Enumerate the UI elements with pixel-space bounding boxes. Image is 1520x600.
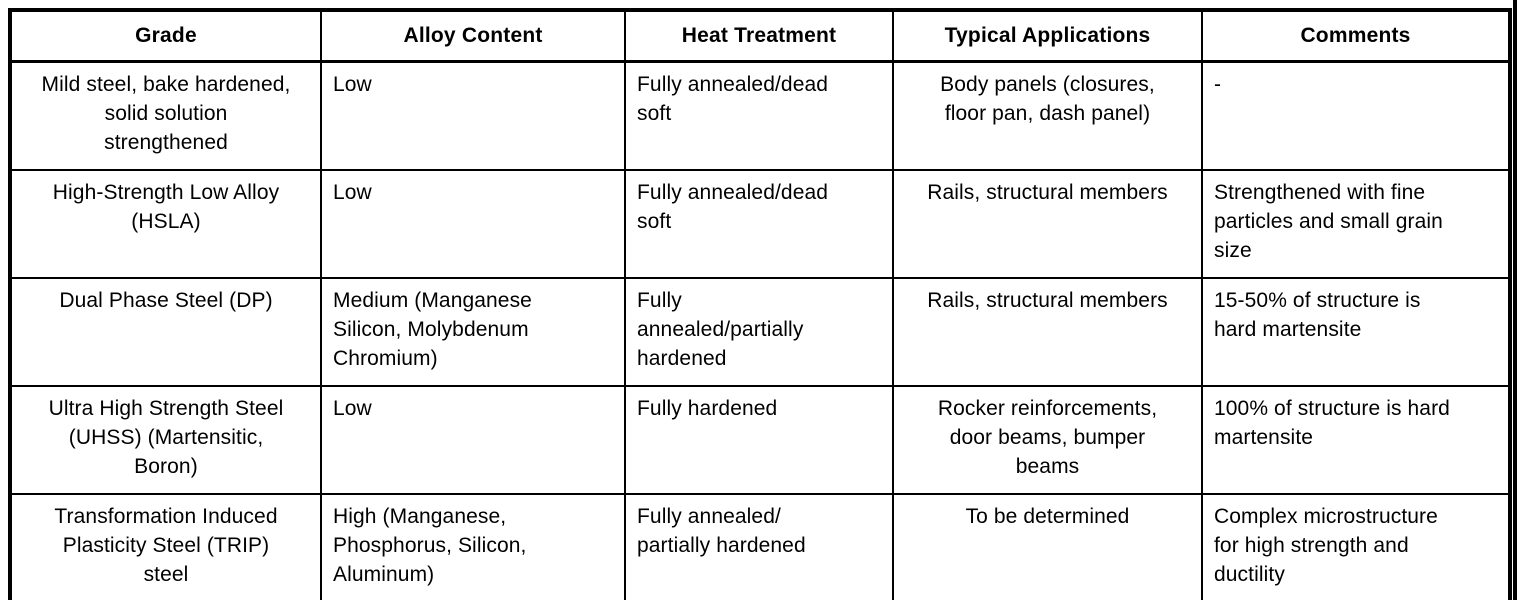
- cell-comments: 15-50% of structure is hard martensite: [1201, 276, 1511, 387]
- cell-comments: Complex microstructure for high strength…: [1201, 492, 1511, 600]
- cell-comments: -: [1201, 60, 1511, 171]
- steel-grades-table: Grade Alloy Content Heat Treatment Typic…: [8, 8, 1512, 600]
- cell-alloy-content: Low: [320, 384, 626, 495]
- column-header-comments: Comments: [1201, 9, 1511, 63]
- cell-grade: Transformation Induced Plasticity Steel …: [9, 492, 322, 600]
- cell-grade: Ultra High Strength Steel (UHSS) (Marten…: [9, 384, 322, 495]
- cell-alloy-content: Low: [320, 60, 626, 171]
- cell-comments: Strengthened with fine particles and sma…: [1201, 168, 1511, 279]
- column-header-heat-treatment: Heat Treatment: [624, 9, 894, 63]
- cell-typical-applications: To be determined: [892, 492, 1203, 600]
- page-edge-scan-line: [1513, 0, 1517, 600]
- cell-typical-applications: Rails, structural members: [892, 168, 1203, 279]
- table-row: High-Strength Low Alloy (HSLA) Low Fully…: [9, 168, 1511, 279]
- table-row: Transformation Induced Plasticity Steel …: [9, 492, 1511, 600]
- column-header-alloy-content: Alloy Content: [320, 9, 626, 63]
- table-row: Ultra High Strength Steel (UHSS) (Marten…: [9, 384, 1511, 495]
- cell-heat-treatment: Fully annealed/dead soft: [624, 168, 894, 279]
- table-header-row: Grade Alloy Content Heat Treatment Typic…: [9, 9, 1511, 63]
- cell-comments: 100% of structure is hard martensite: [1201, 384, 1511, 495]
- table-row: Dual Phase Steel (DP) Medium (Manganese …: [9, 276, 1511, 387]
- column-header-grade: Grade: [9, 9, 322, 63]
- cell-alloy-content: High (Manganese, Phosphorus, Silicon, Al…: [320, 492, 626, 600]
- cell-typical-applications: Rails, structural members: [892, 276, 1203, 387]
- column-header-typical-applications: Typical Applications: [892, 9, 1203, 63]
- cell-alloy-content: Low: [320, 168, 626, 279]
- cell-heat-treatment: Fully annealed/partially hardened: [624, 276, 894, 387]
- table-row: Mild steel, bake hardened, solid solutio…: [9, 60, 1511, 171]
- cell-typical-applications: Rocker reinforcements, door beams, bumpe…: [892, 384, 1203, 495]
- cell-typical-applications: Body panels (closures, floor pan, dash p…: [892, 60, 1203, 171]
- cell-heat-treatment: Fully hardened: [624, 384, 894, 495]
- cell-heat-treatment: Fully annealed/dead soft: [624, 60, 894, 171]
- cell-grade: Dual Phase Steel (DP): [9, 276, 322, 387]
- cell-grade: High-Strength Low Alloy (HSLA): [9, 168, 322, 279]
- cell-alloy-content: Medium (Manganese Silicon, Molybdenum Ch…: [320, 276, 626, 387]
- cell-heat-treatment: Fully annealed/ partially hardened: [624, 492, 894, 600]
- cell-grade: Mild steel, bake hardened, solid solutio…: [9, 60, 322, 171]
